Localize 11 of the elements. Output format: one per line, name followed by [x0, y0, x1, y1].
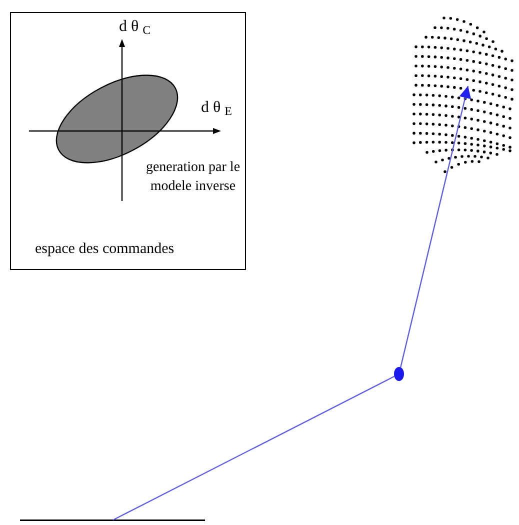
dot-cloud-drawing — [412, 16, 514, 173]
link-line — [112, 376, 395, 521]
annotation-text: generation par le modele inverse — [144, 159, 242, 196]
joint — [394, 367, 404, 381]
ellipse — [56, 74, 178, 164]
arrow — [400, 86, 472, 368]
axis-label: d θ $_{C}$ — [119, 17, 151, 38]
command-space-panel — [10, 12, 246, 270]
axis-label: d θ $_{E}$ — [201, 98, 232, 119]
base-line — [20, 520, 205, 521]
panel-caption: espace des commandes — [35, 240, 174, 259]
